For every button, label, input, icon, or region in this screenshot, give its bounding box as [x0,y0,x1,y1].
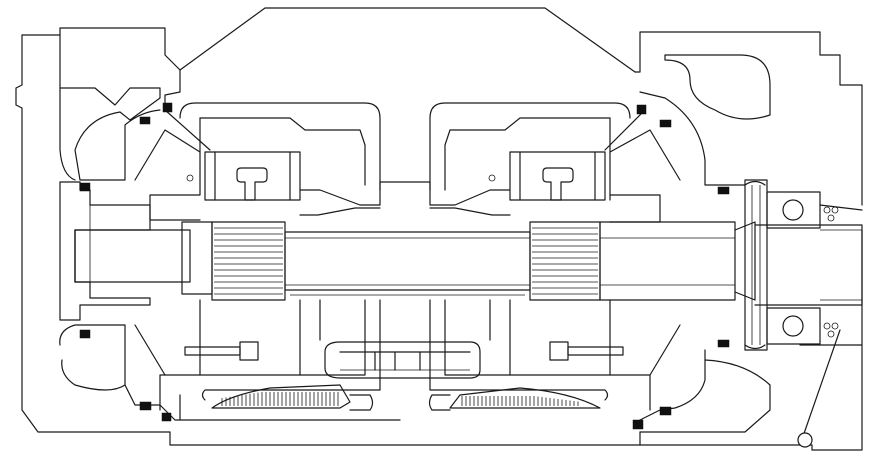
seal-rings [79,102,730,430]
right-bearing-block [744,179,768,351]
right-lower-gear-teeth [428,387,601,411]
inner-casing [134,102,681,421]
left-lower-gear-teeth [211,384,374,411]
right-spline-gear [529,221,601,301]
right-ball-bearing-bottom [766,307,839,345]
left-spline-gear [211,221,286,301]
right-adjust-bolt [549,341,624,361]
center-lower-link [324,341,481,379]
housing [15,7,863,451]
left-adjust-bolt [184,341,259,361]
right-ball-bearing-top [766,191,839,229]
